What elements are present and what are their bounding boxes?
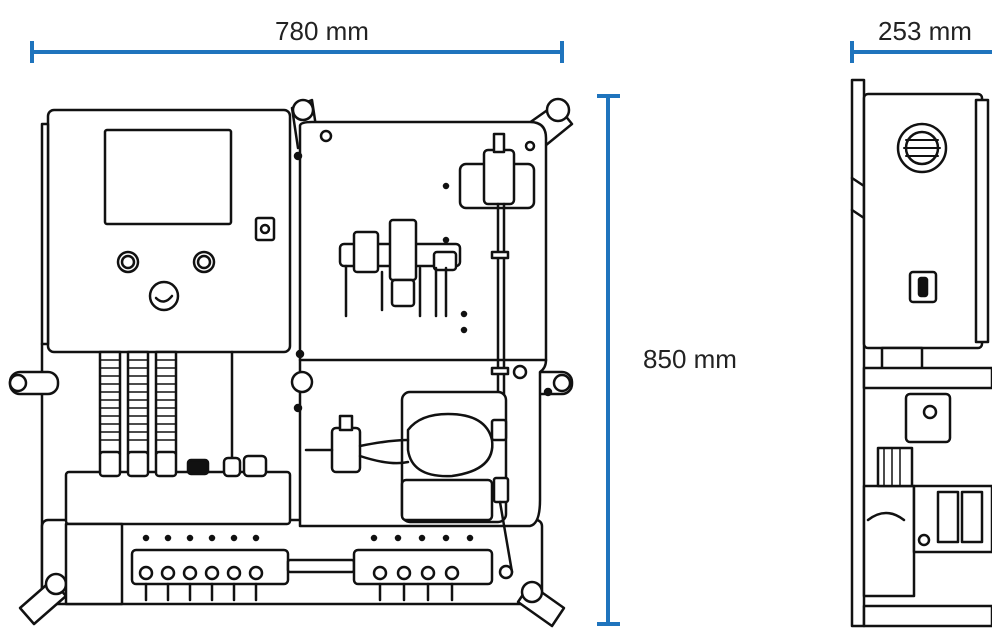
- manifold-connector: [286, 558, 356, 574]
- conduit-right: [154, 350, 178, 456]
- emergency-stop-button: [148, 280, 180, 312]
- side-view: [850, 78, 992, 628]
- plate-holes: [290, 129, 553, 413]
- cable-glands: [98, 450, 268, 478]
- cabinet-shadow: [40, 122, 50, 346]
- junction-box: [64, 470, 292, 526]
- mounting-foot-mid-left: [8, 370, 60, 396]
- width-dimension: [30, 41, 564, 63]
- side-shelf-upper: [862, 366, 992, 390]
- mounting-foot-bottom-right: [516, 580, 566, 628]
- air-filter-regulator: [338, 218, 462, 318]
- height-label: 850 mm: [643, 344, 737, 374]
- junction-box-base: [64, 522, 124, 606]
- main-switch-knob: [259, 223, 271, 235]
- touch-screen: [103, 128, 233, 226]
- outlet-tube: [498, 500, 514, 574]
- depth-dimension: [850, 41, 992, 63]
- conduit-left: [98, 350, 122, 456]
- indicator-button-right-inner: [196, 254, 212, 270]
- side-junction-box: [862, 484, 916, 598]
- manifold-left: [130, 534, 290, 602]
- manifold-right: [352, 534, 494, 602]
- side-shelf-lower: [862, 604, 992, 628]
- height-dimension: [597, 94, 620, 626]
- depth-label: 253 mm: [878, 16, 972, 46]
- front-view: [8, 97, 574, 628]
- conduit-middle: [126, 350, 150, 456]
- side-cabinet-door-edge: [974, 98, 990, 344]
- indicator-button-left-inner: [120, 254, 136, 270]
- injection-valve: [304, 414, 410, 474]
- peristaltic-pump: [400, 390, 510, 524]
- side-wall-plate: [850, 78, 866, 628]
- side-conduit: [880, 346, 924, 372]
- outlet-fitting: [498, 564, 514, 580]
- width-label: 780 mm: [275, 16, 369, 46]
- level-switch: [458, 132, 536, 422]
- side-glands: [876, 446, 914, 488]
